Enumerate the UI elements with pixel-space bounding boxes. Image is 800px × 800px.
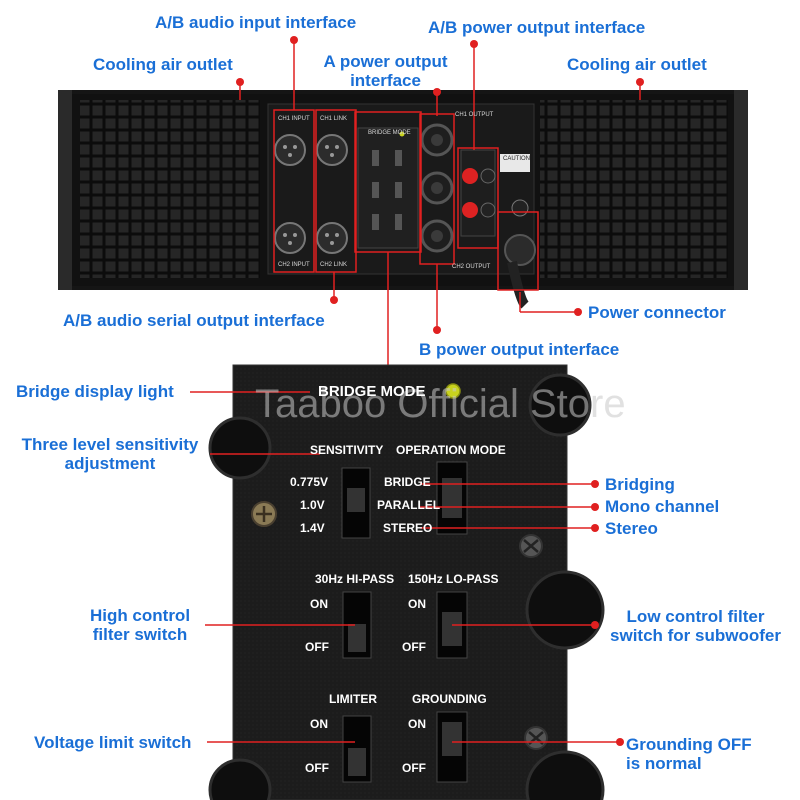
- panel-grounding-on: ON: [408, 717, 426, 731]
- right-fan-grill: [540, 100, 728, 278]
- amp-label-ch2-link: CH2 LINK: [320, 262, 348, 268]
- zoomed-switch-panel: [208, 364, 605, 800]
- panel-bridge-mode: BRIDGE MODE: [318, 383, 426, 400]
- panel-lopass-off: OFF: [402, 640, 426, 654]
- panel-op-bridge: BRIDGE: [384, 475, 431, 489]
- amp-label-ch1-output: CH1 OUTPUT: [455, 112, 494, 118]
- panel-sens-10: 1.0V: [300, 498, 325, 512]
- callout-ab-audio-input: A/B audio input interface: [155, 13, 357, 32]
- panel-sens-0775: 0.775V: [290, 475, 329, 489]
- panel-sensitivity: SENSITIVITY: [310, 443, 384, 457]
- xlr-connectors: [274, 134, 348, 254]
- panel-limiter-on: ON: [310, 717, 328, 731]
- switch-knobs: [347, 478, 462, 776]
- amplifier-rear-panel: [58, 90, 748, 309]
- panel-hipass-off: OFF: [305, 640, 329, 654]
- callout-cooling-left: Cooling air outlet: [93, 55, 233, 74]
- panel-leader-lines: [190, 391, 620, 743]
- callout-ab-power-output: A/B power output interface: [428, 18, 646, 37]
- callout-bridging: Bridging: [605, 475, 675, 494]
- amp-label-ch2-output: CH2 OUTPUT: [452, 264, 491, 270]
- callout-bridge-light: Bridge display light: [16, 382, 174, 401]
- amp-label-ch1-input: CH1 INPUT: [278, 116, 310, 122]
- callout-grounding: Grounding OFF is normal: [626, 735, 752, 773]
- callout-b-power-output: B power output interface: [419, 340, 620, 359]
- leader-lines: [239, 40, 641, 372]
- panel-limiter: LIMITER: [329, 692, 377, 706]
- callout-cooling-right: Cooling air outlet: [567, 55, 707, 74]
- callout-power-connector: Power connector: [588, 303, 726, 322]
- callout-voltage-limit: Voltage limit switch: [34, 733, 192, 752]
- callout-a-power-output: A power output interface: [323, 52, 448, 90]
- panel-sens-14: 1.4V: [300, 521, 325, 535]
- amp-label-caution: CAUTION: [503, 156, 530, 162]
- callout-mono: Mono channel: [605, 497, 720, 516]
- panel-lopass: 150Hz LO-PASS: [408, 572, 499, 586]
- amp-label-bridge-mode: BRIDGE MODE: [368, 130, 411, 136]
- callout-ab-serial-output: A/B audio serial output interface: [63, 311, 325, 330]
- left-fan-grill: [80, 100, 260, 278]
- callout-high-filter: High control filter switch: [89, 606, 191, 644]
- panel-op-parallel: PARALLEL: [377, 498, 441, 512]
- panel-grounding-off: OFF: [402, 761, 426, 775]
- panel-hipass-on: ON: [310, 597, 328, 611]
- panel-operation-mode: OPERATION MODE: [396, 443, 506, 457]
- callout-low-filter: Low control filter switch for subwoofer: [610, 607, 781, 645]
- panel-op-stereo: STEREO: [383, 521, 433, 535]
- bridge-led: [445, 383, 461, 399]
- callout-sensitivity: Three level sensitivity adjustment: [21, 435, 199, 473]
- highlight-frames: [273, 109, 539, 291]
- callout-stereo: Stereo: [605, 519, 658, 538]
- panel-hipass: 30Hz HI-PASS: [315, 572, 395, 586]
- leader-dots: [236, 36, 644, 334]
- watermark: Taaboo Official Store: [255, 382, 626, 426]
- panel-limiter-off: OFF: [305, 761, 329, 775]
- amp-label-ch1-link: CH1 LINK: [320, 116, 348, 122]
- amp-label-ch2-input: CH2 INPUT: [278, 262, 310, 268]
- panel-lopass-on: ON: [408, 597, 426, 611]
- panel-grounding: GROUNDING: [412, 692, 487, 706]
